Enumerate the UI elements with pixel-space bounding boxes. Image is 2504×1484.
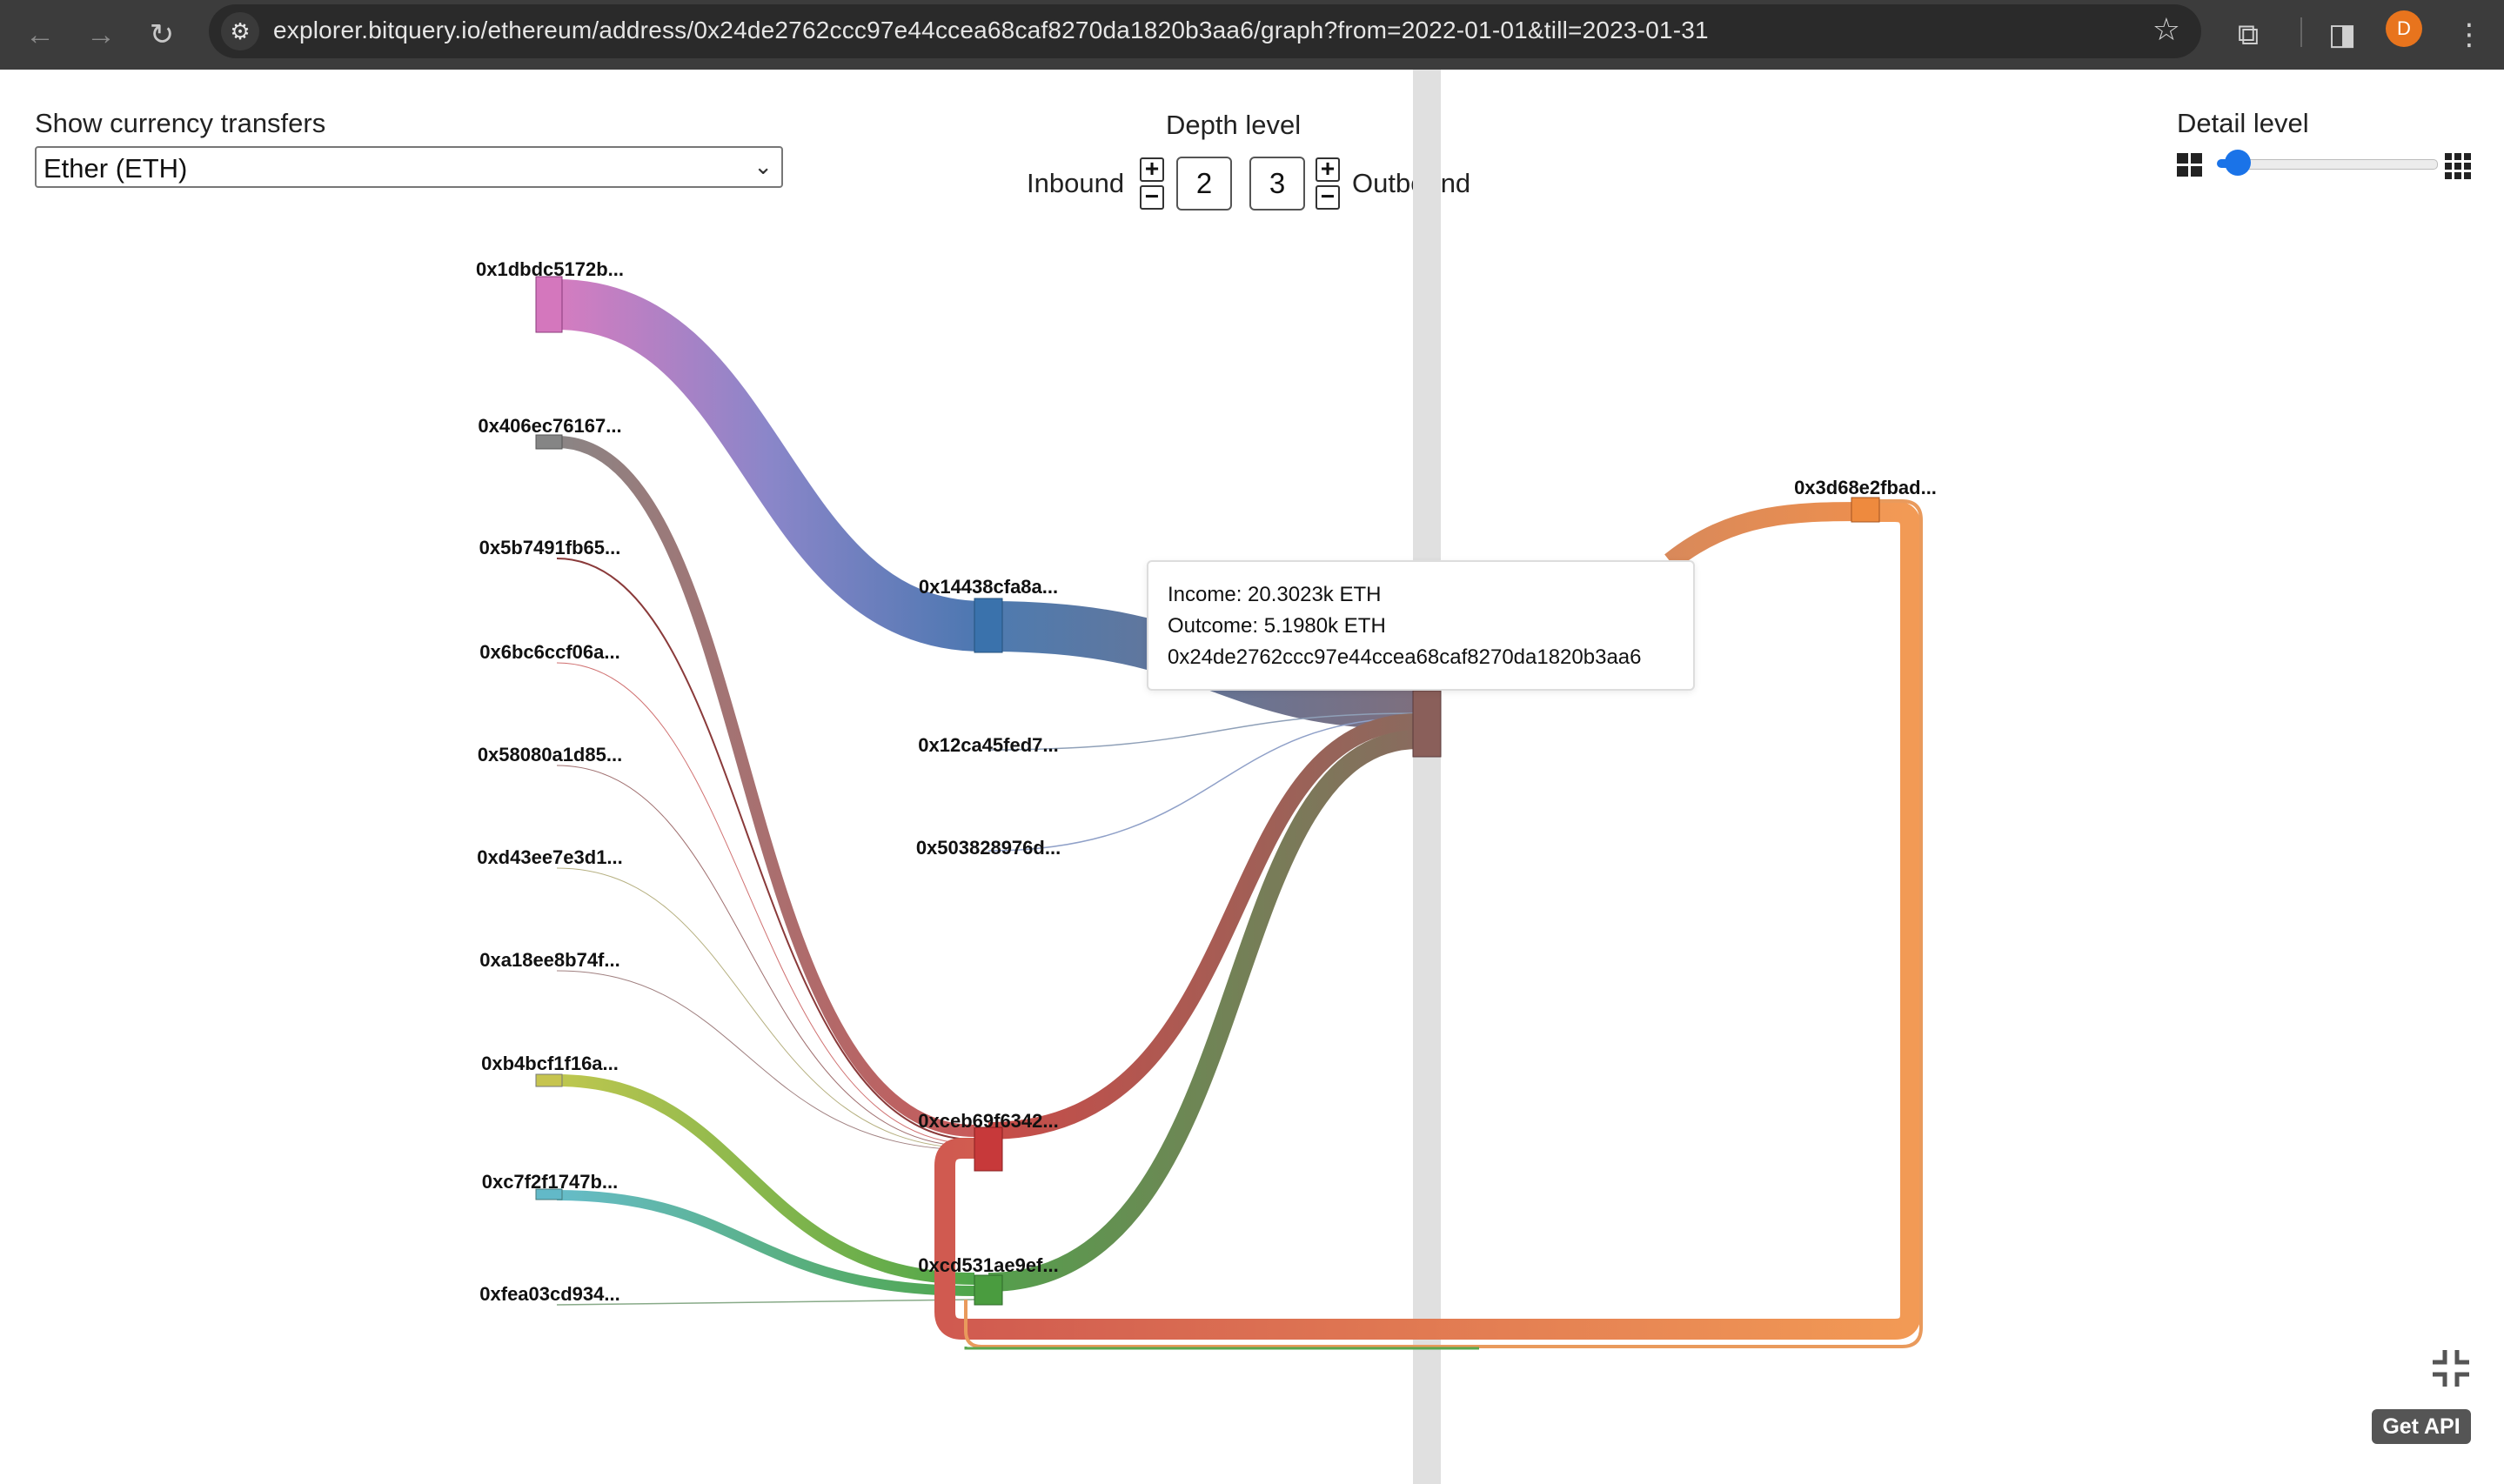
node-center[interactable] [1412, 690, 1442, 758]
profile-avatar[interactable]: D [2386, 10, 2422, 47]
high-detail-grid-icon [2445, 153, 2471, 179]
inbound-depth-input[interactable]: 2 [1176, 157, 1232, 211]
node-label-m3[interactable]: 0x503828976d... [916, 837, 1061, 859]
currency-select-value: Ether (ETH) [44, 153, 188, 184]
flow-m5-center[interactable] [988, 730, 1419, 1292]
flow-m4-center[interactable] [988, 713, 1419, 1140]
extensions-icon[interactable]: ⧉ [2237, 17, 2260, 51]
node-n1[interactable] [535, 276, 563, 333]
node-label-n3[interactable]: 0x5b7491fb65... [479, 537, 621, 558]
node-label-n7[interactable]: 0xa18ee8b74f... [479, 949, 619, 971]
get-api-button[interactable]: Get API [2372, 1409, 2471, 1444]
node-label-n8[interactable]: 0xb4bcf1f16a... [481, 1053, 619, 1074]
flow-n9-m5[interactable] [556, 1190, 975, 1296]
toolbar-divider [2300, 17, 2302, 47]
flow-out1-m5-green[interactable] [964, 1347, 1479, 1350]
node-label-n2[interactable]: 0x406ec76167... [478, 415, 621, 437]
node-label-n4[interactable]: 0x6bc6ccf06a... [479, 641, 619, 663]
flow-n2-m4[interactable] [556, 436, 975, 1137]
tooltip-address: 0x24de2762ccc97e44ccea68caf8270da1820b3a… [1168, 645, 1642, 669]
node-label-n5[interactable]: 0x58080a1d85... [478, 744, 622, 765]
menu-dots-icon[interactable]: ⋮ [2454, 18, 2484, 51]
outbound-label: Outbound [1352, 168, 1471, 198]
node-m4[interactable] [974, 1126, 1003, 1172]
browser-toolbar: ← → ↻ ⚙ explorer.bitquery.io/ethereum/ad… [0, 0, 2504, 70]
flow-center-out1[interactable] [1664, 502, 1863, 570]
outbound-increase-button[interactable]: + [1316, 157, 1340, 182]
chevron-down-icon: ⌄ [753, 153, 773, 179]
flow-m2-center[interactable] [988, 712, 1419, 751]
node-n9[interactable] [535, 1188, 563, 1200]
url-text[interactable]: explorer.bitquery.io/ethereum/address/0x… [273, 17, 1709, 43]
tooltip-outcome: Outcome: 5.1980k ETH [1168, 614, 1386, 638]
flow-n1-m1[interactable] [556, 279, 984, 652]
node-label-m5[interactable]: 0xcd531ae9ef... [918, 1254, 1058, 1276]
node-label-m4[interactable]: 0xceb69f6342... [918, 1110, 1058, 1132]
address-bar[interactable]: ⚙ explorer.bitquery.io/ethereum/address/… [209, 4, 2201, 58]
flow-out1-m4[interactable] [934, 501, 1921, 1340]
node-label-n10[interactable]: 0xfea03cd934... [479, 1283, 619, 1305]
node-label-n9[interactable]: 0xc7f2f1747b... [482, 1171, 619, 1193]
flow-n8-m5[interactable] [556, 1074, 975, 1285]
node-tooltip: Income: 20.3023k ETH Outcome: 5.1980k ET… [1147, 560, 1695, 691]
node-out1[interactable] [1851, 497, 1880, 523]
flow-n7-m4[interactable] [556, 970, 975, 1151]
flow-n5-m4[interactable] [556, 765, 975, 1147]
inbound-label: Inbound [1027, 168, 1125, 198]
forward-arrow-icon[interactable]: → [86, 17, 116, 51]
low-detail-grid-icon [2177, 153, 2202, 177]
tooltip-income: Income: 20.3023k ETH [1168, 583, 1382, 606]
node-label-m1[interactable]: 0x14438cfa8a... [919, 576, 1058, 598]
flow-n3-m4[interactable] [556, 558, 975, 1140]
currency-label: Show currency transfers [35, 108, 326, 138]
inbound-decrease-button[interactable]: − [1140, 184, 1164, 210]
detail-slider-thumb[interactable] [2224, 150, 2251, 176]
flow-n6-m4[interactable] [556, 867, 975, 1149]
currency-select[interactable]: Ether (ETH) ⌄ [35, 146, 783, 188]
node-label-n6[interactable]: 0xd43ee7e3d1... [477, 846, 623, 868]
flow-out1-m5-orange[interactable] [964, 499, 1923, 1348]
node-label-out1[interactable]: 0x3d68e2fbad... [1794, 477, 1937, 498]
back-arrow-icon[interactable]: ← [25, 17, 55, 51]
flow-n10-m5[interactable] [556, 1299, 975, 1306]
bookmark-star-icon[interactable]: ☆ [2152, 11, 2180, 47]
outbound-decrease-button[interactable]: − [1316, 184, 1340, 210]
node-label-n1[interactable]: 0x1dbdc5172b... [476, 258, 624, 280]
flow-n4-m4[interactable] [556, 662, 975, 1145]
reload-icon[interactable]: ↻ [149, 18, 175, 51]
depth-level-label: Depth level [1166, 110, 1302, 140]
node-n8[interactable] [535, 1073, 563, 1087]
node-m5[interactable] [974, 1274, 1003, 1306]
side-panel-icon[interactable]: ◨ [2327, 18, 2357, 51]
center-column [1413, 70, 1441, 1484]
detail-level-label: Detail level [2177, 108, 2309, 138]
site-settings-icon[interactable]: ⚙ [221, 12, 259, 50]
outbound-depth-input[interactable]: 3 [1249, 157, 1305, 211]
node-m1[interactable] [974, 598, 1003, 653]
inbound-increase-button[interactable]: + [1140, 157, 1164, 182]
flow-m3-center[interactable] [988, 717, 1419, 852]
node-label-m2[interactable]: 0x12ca45fed7... [918, 734, 1058, 756]
node-n2[interactable] [535, 434, 563, 450]
exit-fullscreen-icon[interactable] [2429, 1347, 2473, 1390]
